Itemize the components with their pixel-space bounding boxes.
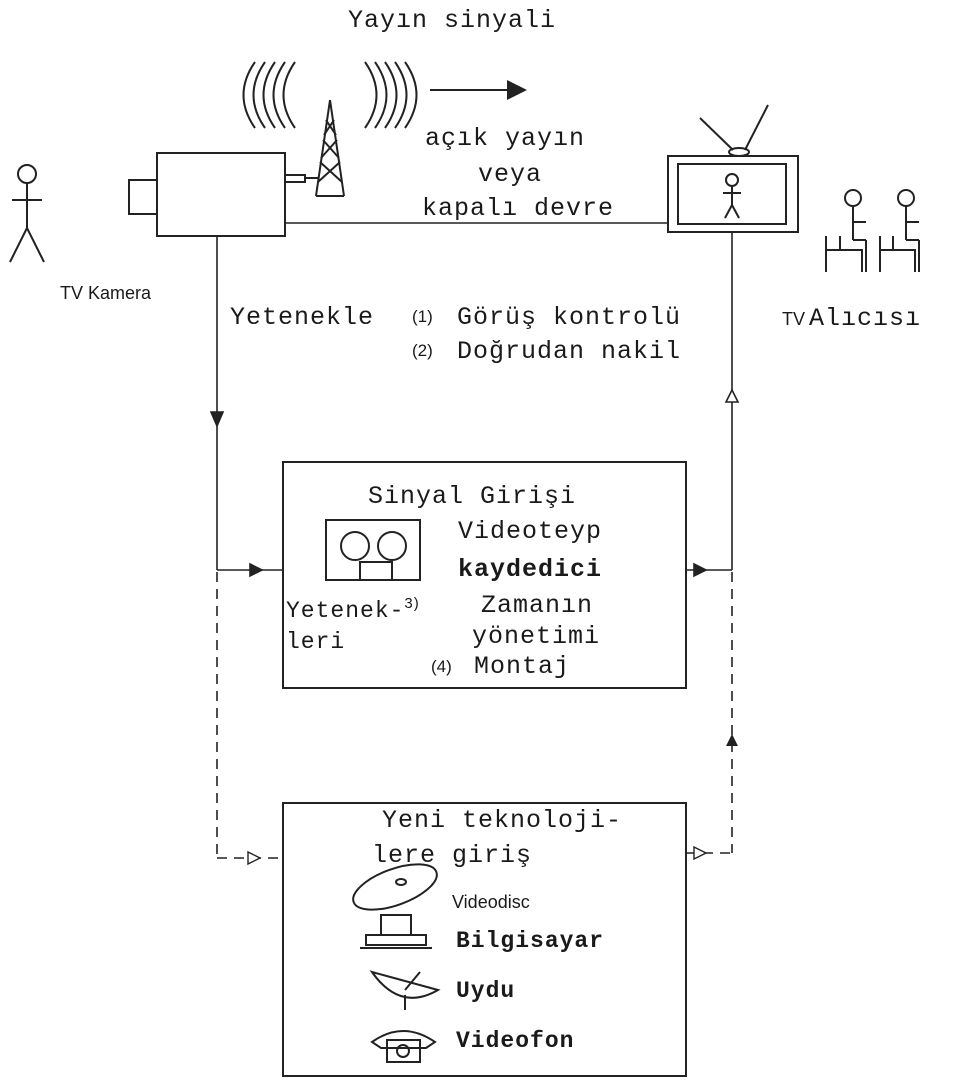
new-tech-computer: Bilgisayar (456, 930, 604, 953)
tv-camera-icon (129, 153, 305, 236)
dashed-arrow-right (694, 847, 706, 859)
capability-1: Görüş kontrolü (457, 305, 681, 330)
receiver-label-prefix: TV (782, 309, 805, 329)
dashed-arrow-left (248, 852, 260, 864)
new-tech-title-line-2: lere giriş (372, 843, 532, 868)
transmission-line-3: kapalı devre (422, 196, 614, 221)
satellite-dish-icon (372, 972, 438, 1010)
videophone-icon (372, 1031, 435, 1062)
videotape-line-1: Videoteyp (458, 519, 602, 544)
capability-2: Doğrudan nakil (457, 339, 681, 364)
videotape-line-2: kaydedici (458, 557, 602, 582)
antenna-tower-icon (316, 100, 344, 196)
videotape-cassette-icon (326, 520, 420, 580)
new-tech-videodisc: Videodisc (452, 893, 530, 911)
receiver-label-name: Alıcısı (809, 304, 921, 333)
transmission-line-1: açık yayın (425, 126, 585, 151)
dashed-arrow-up (726, 734, 738, 746)
capability-4: Montaj (474, 654, 570, 679)
capability-3-line-2: yönetimi (472, 624, 600, 649)
signal-input-title: Sinyal Girişi (368, 484, 576, 509)
camera-label: TV Kamera (60, 284, 151, 302)
new-tech-videophone: Videofon (456, 1030, 574, 1053)
signal-capabilities-line-1: Yetenek-3) (286, 600, 420, 623)
camera-label-name: Kamera (88, 283, 151, 303)
capability-2-number: (2) (412, 342, 433, 359)
capability-4-number: (4) (431, 658, 452, 675)
computer-icon (360, 915, 432, 948)
capability-3-number: 3) (404, 595, 419, 612)
broadcast-signal-title: Yayın sinyali (348, 8, 556, 33)
camera-label-prefix: TV (60, 283, 88, 303)
capability-3-line-1: Zamanın (481, 593, 593, 618)
new-tech-satellite: Uydu (456, 980, 515, 1003)
capability-1-number: (1) (412, 308, 433, 325)
broadcast-waves (244, 62, 526, 128)
signal-capabilities-label: Yetenek- (286, 598, 404, 624)
signal-capabilities-line-2: leri (286, 631, 345, 654)
new-tech-title-line-1: Yeni teknoloji- (382, 808, 622, 833)
viewers-icon (826, 190, 919, 272)
tv-receiver-icon (668, 105, 798, 232)
right-flow-line (686, 232, 738, 576)
capabilities-lead: Yetenekle (230, 305, 374, 330)
camera-operator-icon (10, 165, 44, 262)
transmission-line-2: veya (478, 162, 542, 187)
left-flow-line (211, 236, 283, 576)
